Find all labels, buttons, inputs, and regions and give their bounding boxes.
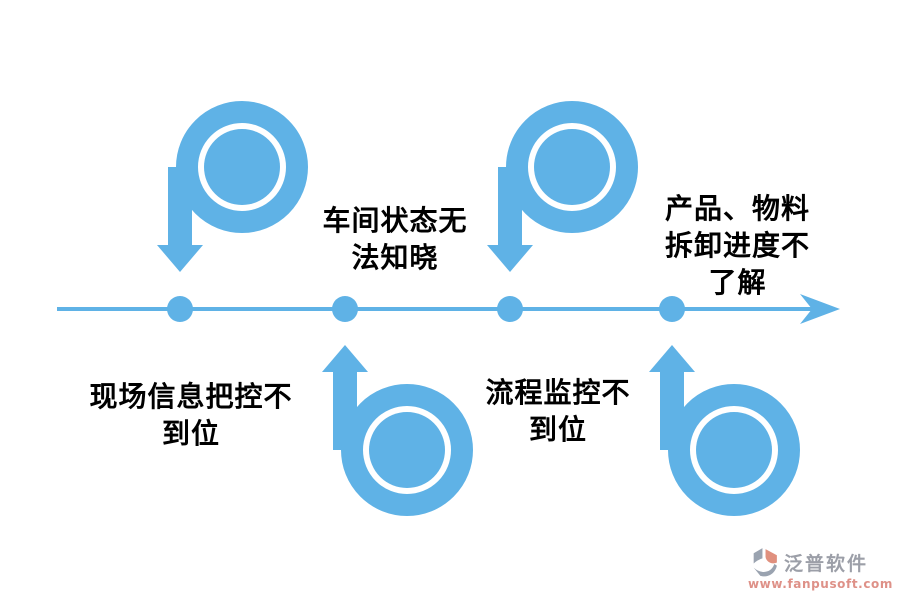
timeline-node-1 (167, 296, 193, 322)
loop-arrow-down-icon (156, 98, 316, 278)
timeline-node-3 (497, 296, 523, 322)
axis-arrow-icon (800, 294, 840, 324)
loop-arrow-up-icon (648, 339, 808, 519)
timeline-node-4 (659, 296, 685, 322)
watermark: 泛普软件 www.fanpusoft.com (748, 546, 894, 591)
label-line: 拆卸进度不 (664, 229, 810, 262)
timeline-node-2 (332, 296, 358, 322)
label-process-monitor: 流程监控不 到位 (458, 374, 658, 448)
label-line: 产品、物料 (664, 192, 810, 225)
label-line: 法知晓 (351, 241, 439, 274)
watermark-url: www.fanpusoft.com (748, 577, 894, 591)
loop-arrow-up-icon (321, 339, 481, 519)
watermark-brand: 泛普软件 (784, 553, 869, 575)
label-line: 流程监控不 (485, 376, 631, 409)
label-line: 现场信息把控不 (89, 380, 293, 413)
label-line: 到位 (528, 413, 587, 446)
label-line: 到位 (161, 417, 220, 450)
fanpu-logo-icon (753, 548, 777, 577)
loop-arrow-down-icon (486, 98, 646, 278)
label-product-material: 产品、物料 拆卸进度不 了解 (630, 190, 845, 301)
label-line: 了解 (708, 266, 767, 299)
label-workshop-status: 车间状态无 法知晓 (295, 202, 495, 276)
label-site-info: 现场信息把控不 到位 (65, 378, 317, 452)
label-line: 车间状态无 (322, 204, 468, 237)
